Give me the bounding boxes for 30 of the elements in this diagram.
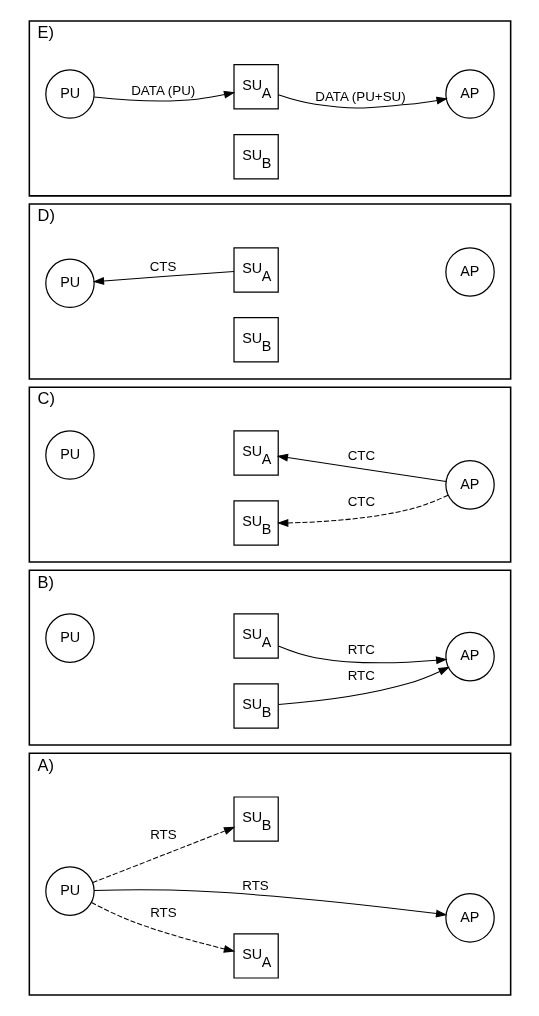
arrow <box>90 901 235 953</box>
edge-label: RTC <box>347 641 375 657</box>
node-circle: PU <box>44 613 95 663</box>
node-circle: PU <box>44 430 95 480</box>
arrow <box>276 494 449 527</box>
node-circle: AP <box>444 460 495 510</box>
arrow <box>277 94 448 109</box>
edge-label: CTC <box>347 447 375 463</box>
node-circle: PU <box>44 866 95 916</box>
node-circle: AP <box>444 631 495 682</box>
edge-label: RTS <box>149 827 177 843</box>
arrow <box>92 270 234 285</box>
edge-label: RTS <box>241 878 269 894</box>
node-circle: PU <box>44 69 95 119</box>
edge-label: DATA (PU) <box>130 83 195 99</box>
node-circle: AP <box>444 893 495 943</box>
arrow <box>93 90 235 102</box>
arrow <box>276 453 447 482</box>
edge-label: DATA (PU+SU) <box>314 88 406 104</box>
edge-label: CTS <box>149 259 176 275</box>
arrow <box>277 666 450 706</box>
edge-label: CTC <box>347 493 375 509</box>
edge-label: RTC <box>347 667 375 683</box>
node-circle: AP <box>444 247 495 297</box>
node-circle: AP <box>444 69 495 119</box>
arrow <box>91 826 235 884</box>
node-circle: PU <box>44 258 95 309</box>
arrow <box>277 645 447 665</box>
edge-label: RTS <box>149 905 177 921</box>
arrow <box>93 889 447 918</box>
